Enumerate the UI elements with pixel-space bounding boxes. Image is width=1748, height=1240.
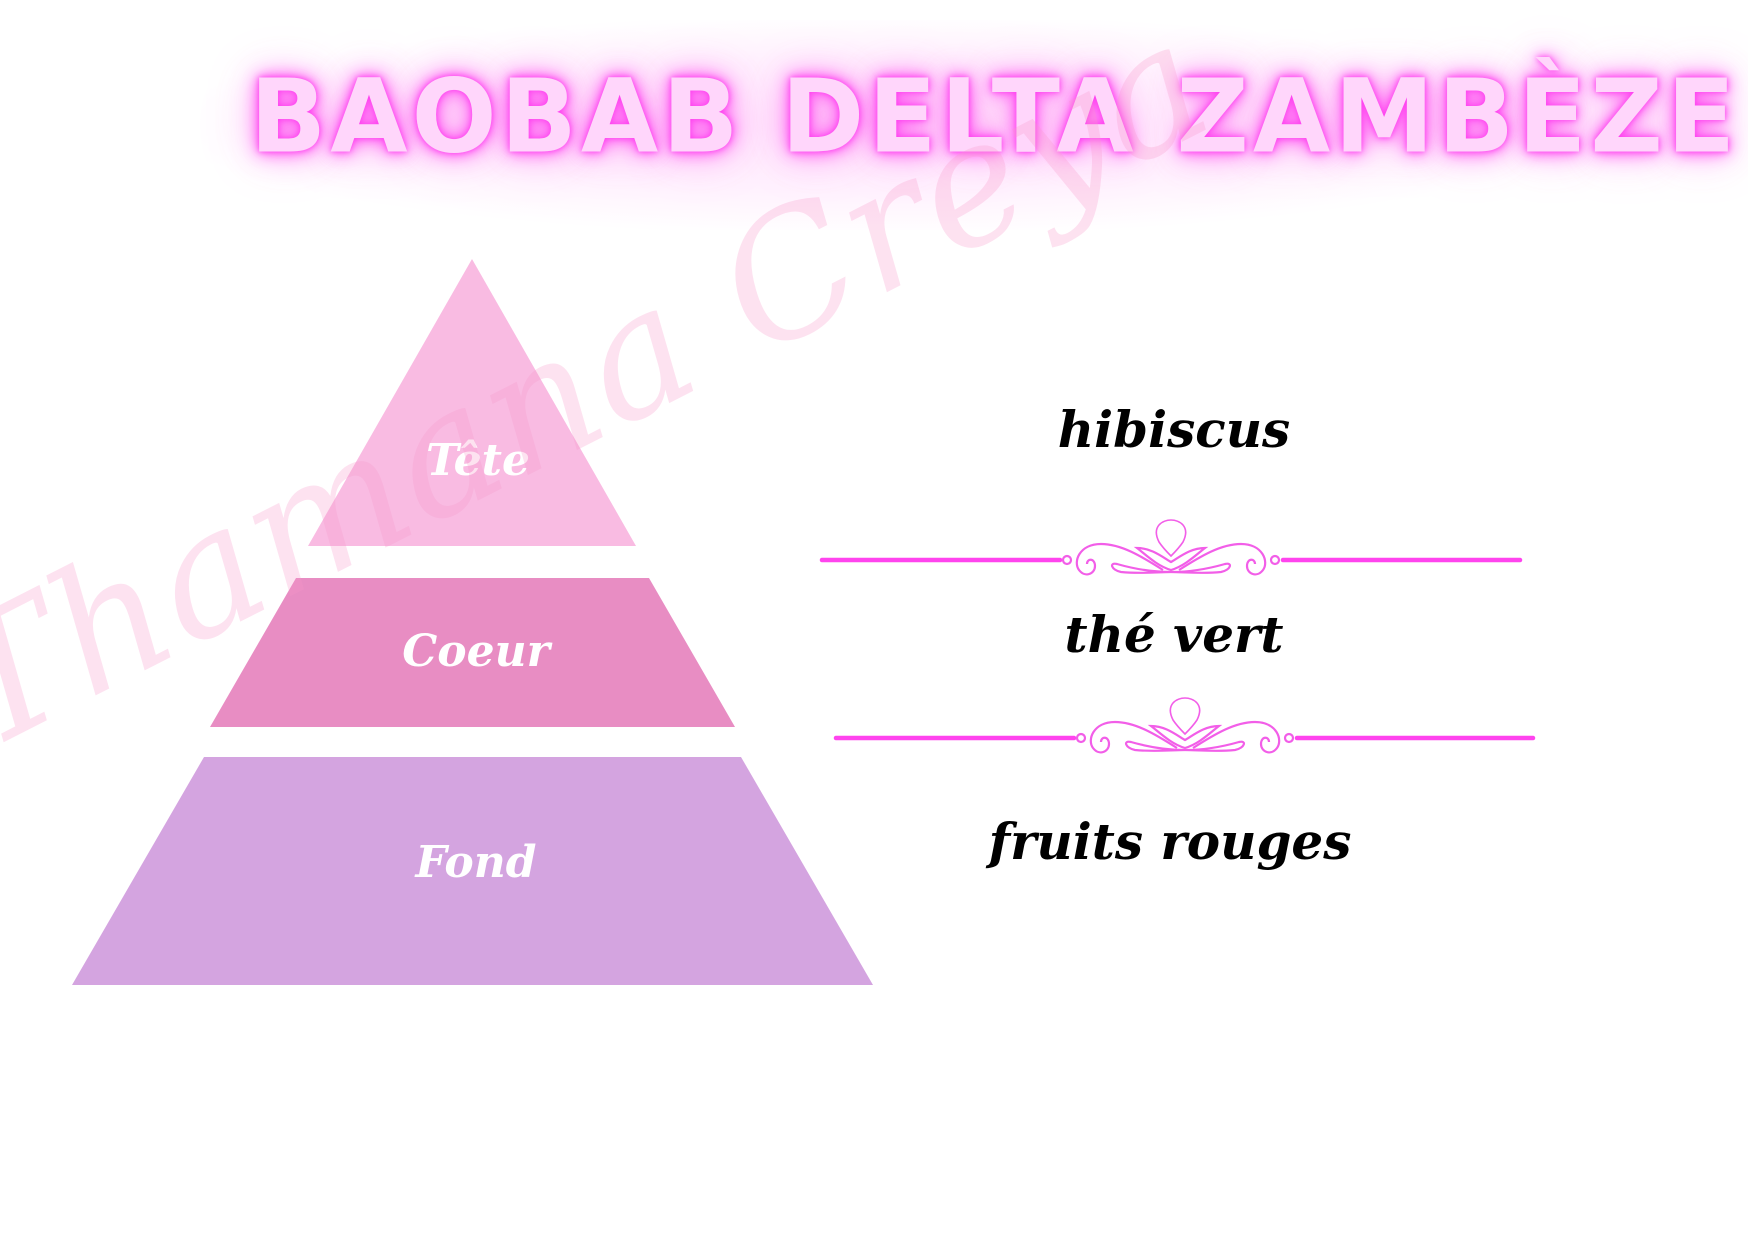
pyramid-layer-bottom — [72, 757, 873, 985]
pyramid-layer-middle — [210, 578, 735, 727]
title-glow-halo — [200, 20, 1550, 230]
layer-label-bottom: Fond — [415, 837, 537, 888]
flourish-ornament-icon — [1075, 697, 1295, 754]
layer-label-top: Tête — [425, 435, 530, 486]
note-base: fruits rouges — [988, 812, 1352, 871]
flourish-ornament-icon — [1061, 519, 1281, 576]
divider-2 — [833, 697, 1536, 754]
note-heart: thé vert — [1064, 605, 1284, 664]
page-title: BAOBAB DELTA ZAMBÈZE — [250, 56, 1740, 177]
pyramid-layer-top — [308, 259, 636, 546]
divider-1 — [819, 519, 1523, 576]
layer-label-middle: Coeur — [402, 626, 550, 677]
note-top: hibiscus — [1057, 400, 1291, 459]
